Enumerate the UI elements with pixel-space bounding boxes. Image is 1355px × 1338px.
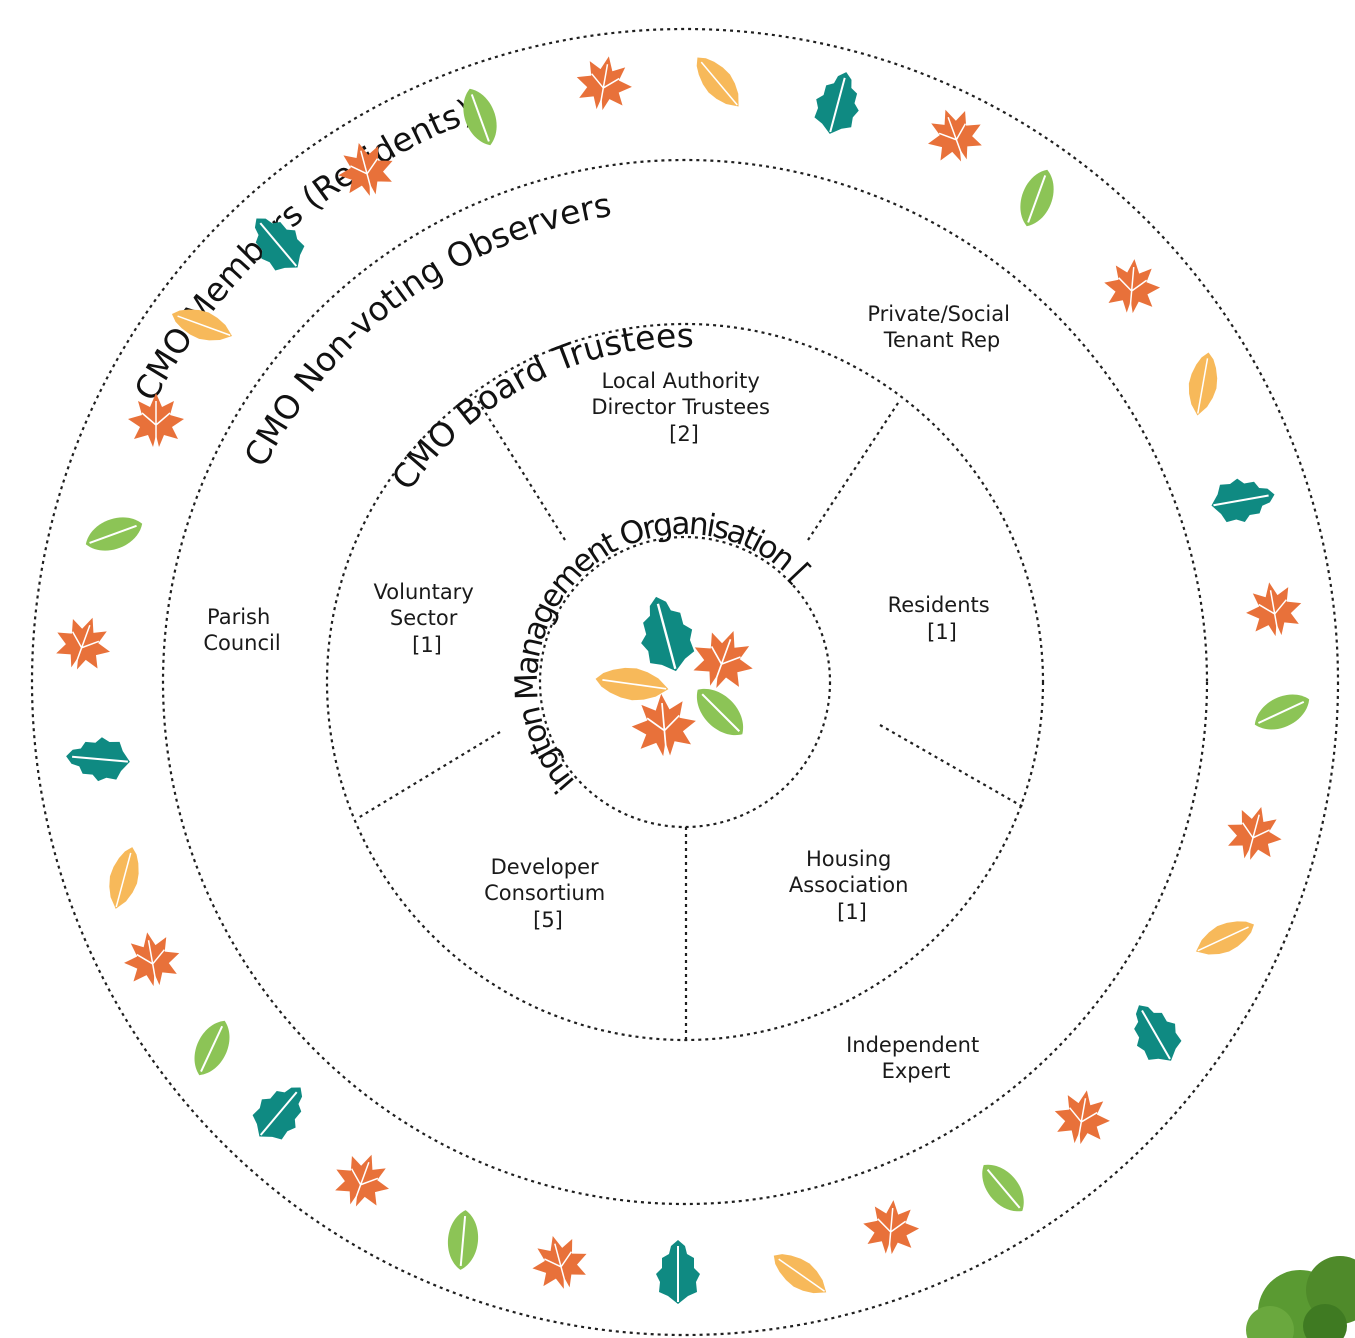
independent-expert-label: Independent Expert [846, 1033, 986, 1083]
cmo-logo [592, 588, 764, 760]
yellow-leaf-icon [1189, 911, 1261, 965]
core-ring [538, 535, 832, 829]
orange-maple-leaf-icon [628, 690, 700, 760]
members-ring [30, 27, 1340, 1337]
yellow-leaf-icon [765, 1243, 835, 1305]
light-green-leaf-icon [79, 508, 149, 560]
orange-maple-leaf-icon [326, 1144, 399, 1216]
light-green-leaf-icon [971, 1154, 1035, 1222]
divider-line [879, 724, 1026, 809]
yellow-leaf-icon [592, 662, 672, 706]
light-green-leaf-icon [444, 1207, 482, 1273]
observers-ring [161, 158, 1209, 1206]
orange-maple-leaf-icon [1219, 798, 1290, 868]
yellow-leaf-icon [685, 47, 751, 117]
orange-maple-leaf-icon [571, 50, 638, 116]
local-authority-label: Local Authority Director Trustees [2] [591, 369, 776, 446]
divider-line [474, 395, 566, 541]
orange-maple-leaf-icon [127, 392, 185, 448]
orange-maple-leaf-icon [918, 99, 991, 171]
divider-line [807, 399, 901, 541]
orange-maple-leaf-icon [1240, 576, 1307, 642]
orange-maple-leaf-icon [683, 619, 764, 699]
teal-leaf-icon [241, 1072, 319, 1152]
orange-maple-leaf-icon [118, 926, 185, 992]
orange-maple-leaf-icon [860, 1196, 923, 1258]
orange-maple-leaf-icon [524, 1227, 595, 1297]
light-green-leaf-icon [184, 1013, 240, 1083]
divider-line [357, 731, 501, 819]
teal-leaf-icon [1118, 993, 1192, 1073]
light-green-leaf-icon [1011, 163, 1063, 233]
teal-leaf-icon [655, 1239, 701, 1305]
orange-maple-leaf-icon [1049, 1084, 1116, 1150]
voluntary-sector-label: Voluntary Sector [1] [374, 580, 481, 657]
light-green-leaf-icon [685, 677, 755, 747]
orange-maple-leaf-icon [1101, 255, 1164, 317]
tree-illustration [1246, 1256, 1355, 1338]
teal-leaf-icon [807, 65, 869, 141]
housing-association-label: Housing Association [1] [789, 847, 915, 924]
teal-leaf-icon [63, 733, 133, 785]
light-green-leaf-icon [1247, 684, 1317, 740]
yellow-leaf-icon [1182, 349, 1224, 419]
teal-leaf-icon [629, 588, 703, 680]
yellow-leaf-icon [101, 842, 147, 914]
private-social-tenant-rep-label: Private/Social Tenant Rep [867, 302, 1016, 352]
residents-label: Residents [1] [888, 593, 997, 644]
teal-leaf-icon [1206, 471, 1280, 529]
developer-consortium-label: Developer Consortium [5] [484, 855, 612, 932]
parish-council-label: Parish Council [203, 605, 280, 655]
orange-maple-leaf-icon [47, 607, 120, 679]
